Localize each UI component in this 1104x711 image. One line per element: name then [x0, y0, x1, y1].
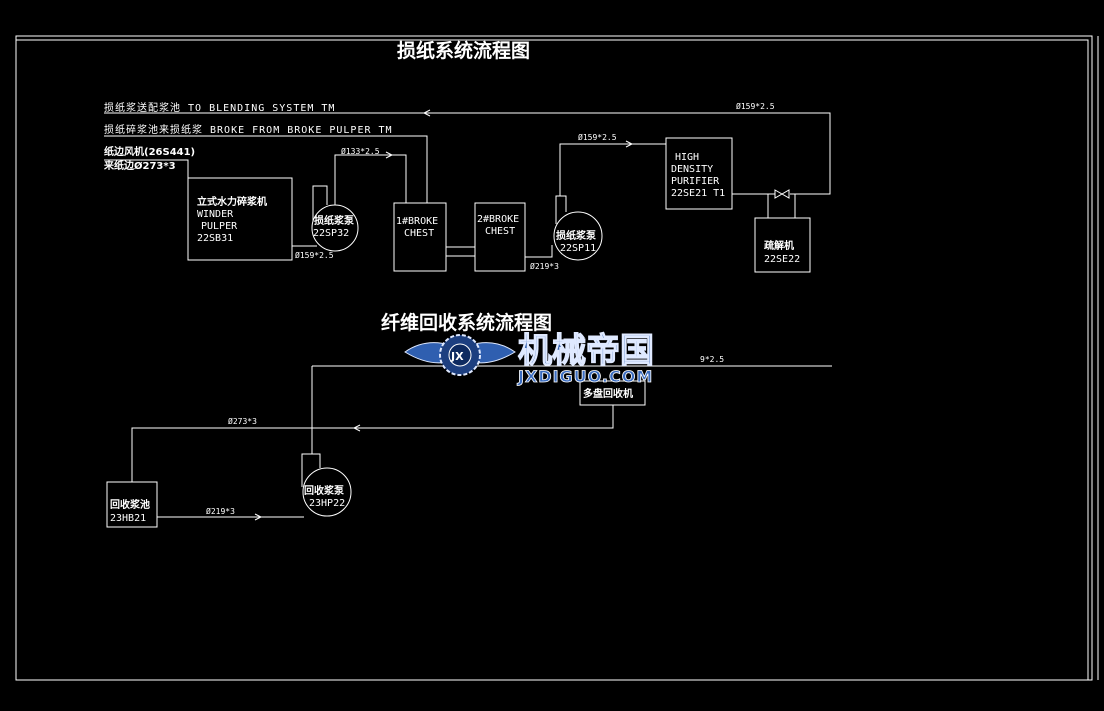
purifier-label-1: HIGH	[675, 152, 699, 163]
recovery-pump-nozzle	[301, 453, 321, 487]
recovery-pump-label-cn: 回收浆泵	[304, 484, 345, 497]
purifier-label-2: DENSITY	[671, 164, 713, 175]
pipe-size-label: Ø159*2.5	[736, 101, 775, 111]
pipe-sp11-to-purifier	[559, 143, 666, 196]
watermark-badge: JX	[450, 350, 464, 363]
pump-sp32-label-tag: 22SP32	[313, 228, 349, 239]
pump-sp11-label-tag: 22SP11	[560, 243, 596, 254]
pipe-size-label: 9*2.5	[700, 355, 724, 364]
broke-system-title: 损纸系统流程图	[397, 39, 530, 62]
recovery-chest-box	[106, 481, 158, 528]
fiber-recovery-title: 纤维回收系统流程图	[381, 311, 552, 334]
gear-inner-icon	[448, 343, 472, 367]
recovery-pump	[302, 467, 352, 517]
chest2-label-2: CHEST	[485, 226, 515, 237]
disc-filter-label: 多盘回收机	[583, 387, 633, 400]
pulper-box	[187, 177, 293, 261]
valve-icon	[774, 189, 790, 199]
deflaker-box	[754, 217, 811, 273]
pump-sp32-nozzle	[312, 185, 328, 222]
flow-arrow	[254, 513, 263, 521]
pipe-size-label: Ø219*3	[530, 261, 559, 271]
pipe-size-label: Ø133*2.5	[341, 146, 380, 156]
pulper-label-tag: 22SB31	[197, 233, 233, 244]
flow-arrow	[625, 140, 634, 148]
pipe-size-label: Ø273*3	[228, 416, 257, 426]
broke-chest-1	[393, 202, 447, 272]
deflaker-label-cn: 疏解机	[764, 239, 794, 252]
pipe-disc-to-chest	[131, 405, 614, 482]
broke-chest-2	[474, 202, 526, 272]
pump-sp32-label-cn: 损纸浆泵	[314, 214, 355, 227]
flow-arrow	[422, 109, 431, 117]
flow-arrow	[385, 151, 394, 159]
purifier-box	[665, 137, 733, 210]
pipe-chest2-to-sp11	[525, 245, 553, 258]
pipe-to-blending	[104, 112, 831, 195]
pipe-sp32-to-chest1	[334, 154, 407, 205]
watermark-logo: JX 机械帝国 JXDIGUO.COM	[404, 330, 655, 386]
outer-frame	[15, 35, 1093, 681]
recovery-pump-label-tag: 23HP22	[309, 498, 345, 509]
pipe-size-label: Ø159*2.5	[295, 250, 334, 260]
edge-trim-label: 来纸边Ø273*3	[103, 159, 176, 172]
from-broke-pulper-label: 损纸碎浆池来损纸浆 BROKE FROM BROKE PULPER TM	[104, 123, 393, 136]
pump-sp11-nozzle	[555, 195, 567, 224]
watermark-brand-en: JXDIGUO.COM	[517, 367, 653, 386]
pipe-edge-fan	[104, 159, 189, 178]
deflaker-label-tag: 22SE22	[764, 254, 800, 265]
pulper-label-winder: WINDER	[197, 209, 234, 220]
chest1-label-2: CHEST	[404, 228, 434, 239]
inner-frame	[16, 39, 1089, 680]
chest2-label-1: 2#BROKE	[477, 214, 519, 225]
edge-fan-label: 纸边风机(26S441)	[104, 145, 195, 158]
pulper-label-cn: 立式水力碎浆机	[197, 195, 267, 208]
purifier-label-4: 22SE21 T1	[671, 188, 725, 199]
pump-sp11-label-cn: 损纸浆泵	[556, 229, 597, 242]
purifier-label-3: PURIFIER	[671, 176, 720, 187]
pump-sp11	[553, 211, 603, 261]
chest1-label-1: 1#BROKE	[396, 216, 438, 227]
pipe-from-broke-pulper	[104, 135, 428, 203]
pulper-label-pulper: PULPER	[201, 221, 238, 232]
to-blending-label: 损纸浆送配浆池 TO BLENDING SYSTEM TM	[104, 101, 335, 114]
flow-arrow	[352, 424, 361, 432]
watermark-brand-cn: 机械帝国	[518, 331, 654, 371]
recovery-chest-label-tag: 23HB21	[110, 513, 146, 524]
recovery-chest-label-cn: 回收浆池	[110, 498, 150, 511]
pipe-size-label: Ø159*2.5	[578, 132, 617, 142]
pipe-size-label: Ø219*3	[206, 506, 235, 516]
